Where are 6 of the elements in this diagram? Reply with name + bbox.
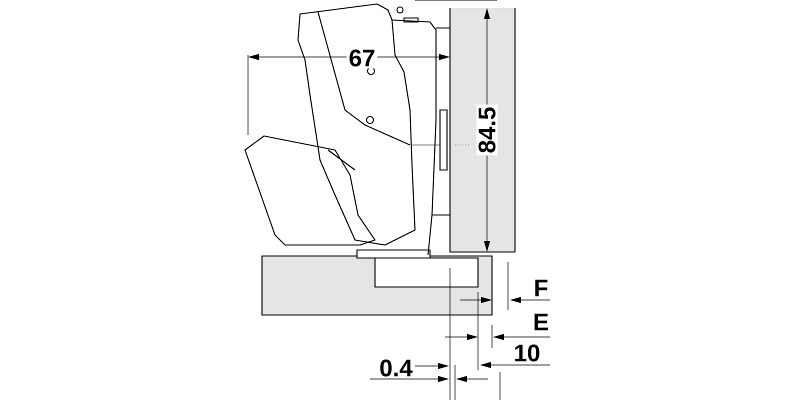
dimension-label: 10 (515, 344, 540, 362)
dimension-label: 67 (346, 48, 378, 68)
dimension-label: 84.5 (476, 104, 498, 156)
dimension-label: E (534, 314, 548, 330)
dimension-label: F (535, 280, 548, 296)
dimension-label: 0.4 (380, 360, 413, 376)
